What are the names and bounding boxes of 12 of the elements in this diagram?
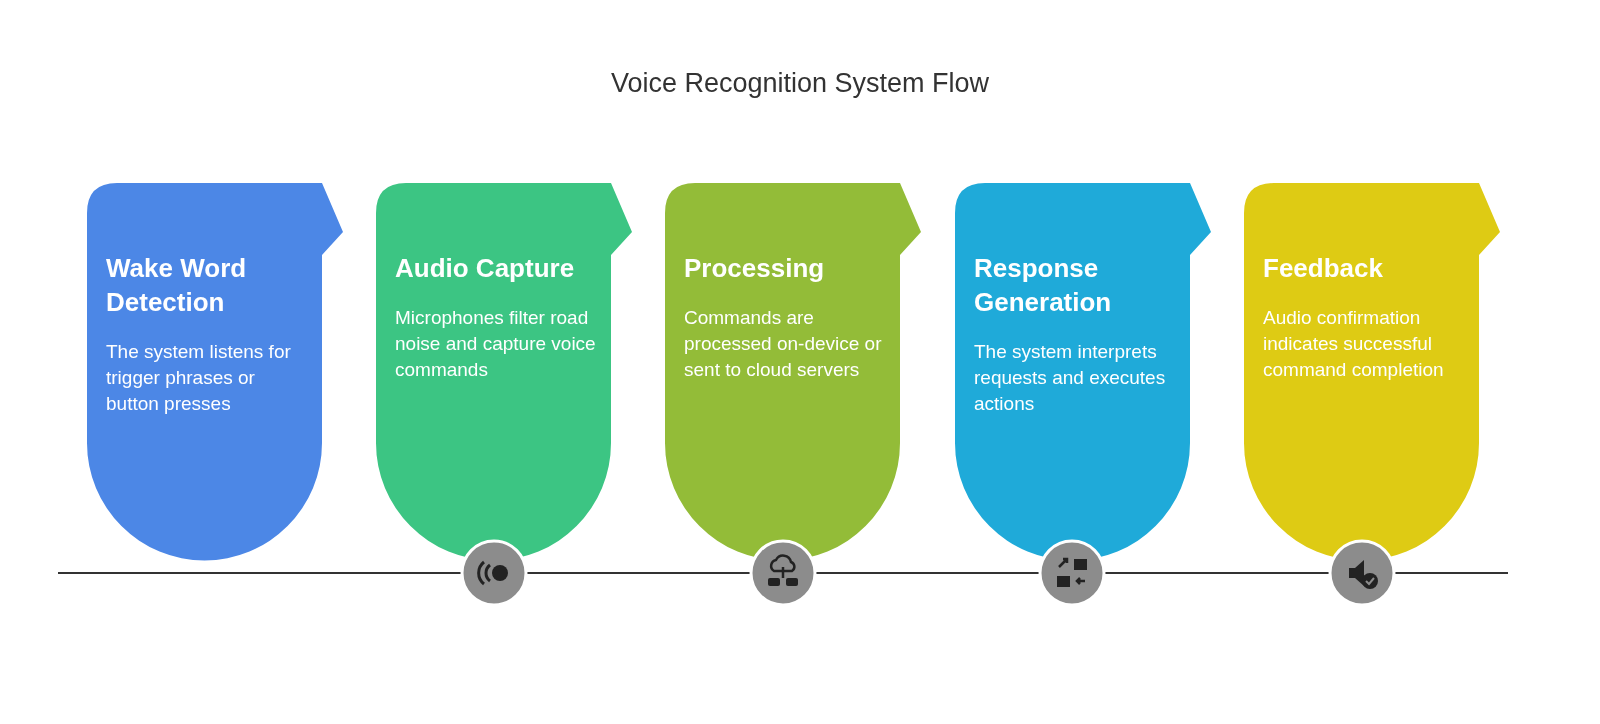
step-description: The system listens for trigger phrases or button presses (106, 340, 292, 416)
step-description: Audio confirmation indicates successful command completion (1263, 306, 1445, 382)
diagram-title: Voice Recognition System Flow (609, 68, 991, 99)
step-heading: Wake Word Detection (106, 252, 248, 319)
step-card (87, 183, 344, 561)
step-heading: Audio Capture (395, 252, 576, 285)
step-description: The system interprets requests and executes actions (974, 340, 1167, 416)
step-heading: Feedback (1263, 252, 1384, 285)
step-heading: Response Generation (974, 252, 1113, 319)
step-description: Microphones filter road noise and capture voice commands (395, 306, 597, 382)
step-description: Commands are processed on-device or sent to cloud servers (684, 306, 883, 382)
step-heading: Processing (684, 252, 826, 285)
